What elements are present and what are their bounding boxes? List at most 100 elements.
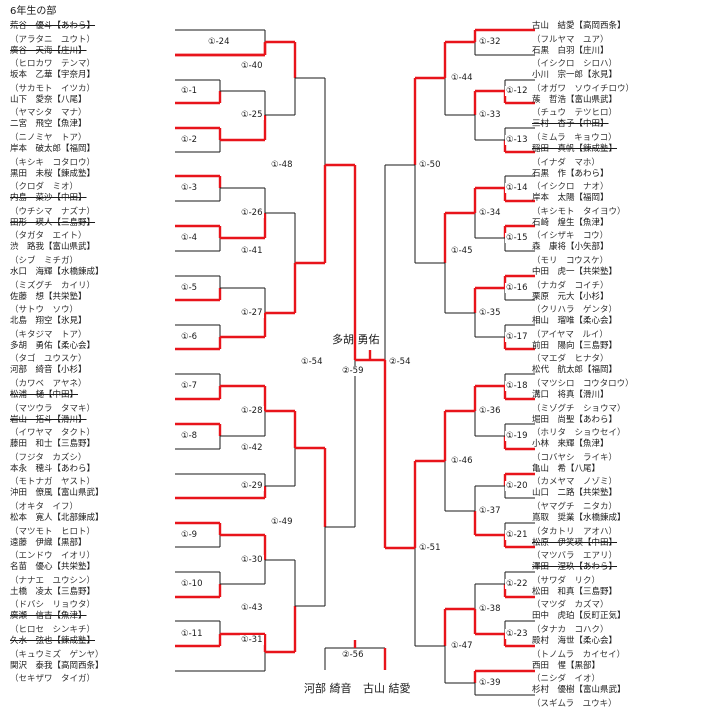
player-name: 藤田 和士【三島野】 <box>10 439 96 450</box>
left-player-entry: （ナナエ ユウシン）土橋 凌太【三島野】 <box>10 576 95 598</box>
player-kana: （ウチシマ ナズナ） <box>10 206 96 217</box>
player-name: 坂本 乙華【宇奈月】 <box>10 70 96 81</box>
player-kana: （クリハラ ゲンタ） <box>532 305 618 316</box>
player-name: 久水 弦也【錬成塾】 <box>10 636 96 646</box>
player-kana: （ミゾグチ ショウマ） <box>532 403 626 414</box>
match-label-m45: ①-45 <box>450 246 474 256</box>
player-name: 佐藤 想【共栄塾】 <box>10 291 87 302</box>
player-kana: （ニシダ イオ） <box>532 674 601 685</box>
right-player-entry: （マツバラ エアリ）澤田 涅玖【あわら】 <box>532 551 617 573</box>
player-name: 岩山 拓斗【滑川】 <box>10 414 87 425</box>
match-label-m38: ①-38 <box>478 604 502 614</box>
player-kana: （マツシロ コウタロウ） <box>532 379 634 389</box>
right-player-entry: 古山 結愛【高岡西条】 <box>532 10 626 32</box>
right-player-entry: （イシザキ コウ）森 康将【小矢部】 <box>532 231 609 253</box>
player-name: 小林 来輝【魚津】 <box>532 439 609 450</box>
right-player-entry: （ミムラ キョウコ）稲田 真帆【錬成塾】 <box>532 133 617 155</box>
player-kana: （モリ コウスケ） <box>532 256 609 266</box>
match-label-m51: ①-51 <box>418 543 442 553</box>
match-label-m11: ①-11 <box>180 629 204 639</box>
match-label-m54: ①-54 <box>300 357 324 367</box>
player-kana: （ミムラ キョウコ） <box>532 133 617 143</box>
left-player-entry: （クロダ ミオ）内島 菜沙【中田】 <box>10 182 87 204</box>
match-label-m36: ①-36 <box>478 406 502 416</box>
match-label-m33: ①-33 <box>478 110 502 120</box>
match-label-m22: ①-22 <box>505 579 529 589</box>
player-name: 本永 穂斗【あわら】 <box>10 463 96 474</box>
match-label-m15: ①-15 <box>505 233 529 243</box>
player-kana-empty <box>10 10 95 21</box>
match-label-m16: ①-16 <box>505 283 529 293</box>
left-player-entry: （キタジマ トア）多胡 勇佑【柔心会】 <box>10 330 95 352</box>
match-label-m39: ①-39 <box>478 678 502 688</box>
right-player-entry: （チュウ テツヒロ）三村 杏子【中田】 <box>532 108 617 130</box>
left-player-entry: （ドバシ リョウタ）廣瀬 信吉【魚津】 <box>10 600 95 622</box>
player-name: 岸本 太陽【福岡】 <box>532 193 609 204</box>
match-label-m42: ①-42 <box>240 443 264 453</box>
player-kana: （マエダ ヒナタ） <box>532 354 609 365</box>
player-name: 古山 結愛【高岡西条】 <box>532 21 626 31</box>
right-player-entry: （タナカ コハク）殿村 海世【柔心会】 <box>532 625 617 647</box>
player-name: 関沢 泰我【高岡西条】 <box>10 660 104 671</box>
player-name: 岸本 破太郎【福岡】 <box>10 144 96 154</box>
player-kana: （ドバシ リョウタ） <box>10 600 96 611</box>
player-kana: （ホリタ ショウセイ） <box>532 428 626 439</box>
right-player-entry: （モリ コウスケ）中田 虎一【共栄塾】 <box>532 256 617 278</box>
player-name: 相山 瑠唯【柔心会】 <box>532 316 618 327</box>
left-player-entry: （サカモト イツカ）山下 愛奈【八尾】 <box>10 84 95 106</box>
third-place-right-name: 古山 結愛 <box>363 682 411 695</box>
match-label-m17: ①-17 <box>505 332 529 342</box>
player-name: 三村 杏子【中田】 <box>532 119 609 130</box>
left-player-entry: （ニノミヤ トア）岸本 破太郎【福岡】 <box>10 133 95 155</box>
player-name: 杉村 優樹【富山県武】 <box>532 685 626 696</box>
match-label-m2_54: ②-54 <box>388 357 412 367</box>
match-label-m7: ①-7 <box>180 381 199 391</box>
left-player-entry: （ヒロカワ テンマ）坂本 乙華【宇奈月】 <box>10 59 95 81</box>
match-label-m32: ①-32 <box>478 37 502 47</box>
match-label-m31: ①-31 <box>240 635 264 645</box>
player-kana: （イワヤマ タクト） <box>10 428 96 439</box>
match-label-m23: ①-23 <box>505 629 529 639</box>
left-player-entry: （ヤマシタ マナ）二宮 飛空【魚津】 <box>10 108 87 130</box>
player-name: 松代 航太郎【福岡】 <box>532 365 618 376</box>
left-player-entry: （エンドウ イオリ）名苗 優心【共栄塾】 <box>10 551 95 573</box>
player-name: 殿村 海世【柔心会】 <box>532 636 618 646</box>
player-name: 溝口 将真【滑川】 <box>532 390 609 400</box>
match-label-m37: ①-37 <box>478 506 502 516</box>
right-player-entry: （カメヤマ ノゾミ）山口 二路【共栄塾】 <box>532 477 617 499</box>
player-name: 多胡 勇佑【柔心会】 <box>10 340 96 351</box>
match-label-m43: ①-43 <box>240 603 264 613</box>
player-kana: （チュウ テツヒロ） <box>532 108 618 119</box>
player-kana: （イシクロ シロハ） <box>532 59 618 70</box>
right-player-entry: （マエダ ヒナタ）松代 航太郎【福岡】 <box>532 354 617 376</box>
player-name: 荒谷 優斗【あわら】 <box>10 21 96 31</box>
match-label-m4: ①-4 <box>180 233 199 243</box>
right-player-entry: （マツダ カズマ）田中 虎珀【反町正気】 <box>532 600 626 622</box>
player-name: 水口 海輝【水橋錬成】 <box>10 267 104 277</box>
player-kana: （タナカ コハク） <box>532 625 609 635</box>
player-name: 松田 和真【三島野】 <box>532 586 618 597</box>
player-kana: （ヤマグチ ニタカ） <box>532 502 618 512</box>
player-name: 石黒 白羽【庄川】 <box>532 45 609 56</box>
match-label-m21: ①-21 <box>505 530 529 540</box>
match-label-m14: ①-14 <box>505 183 529 193</box>
player-kana: （サトウ ソウ） <box>10 305 79 316</box>
player-kana: （クロダ ミオ） <box>10 182 79 193</box>
match-label-m1: ①-1 <box>180 86 199 96</box>
match-label-m49: ①-49 <box>270 517 294 527</box>
player-kana: （マツウラ タマキ） <box>10 403 96 414</box>
player-kana: （マツモト ヒロト） <box>10 526 96 537</box>
player-kana: （ナナエ ユウシン） <box>10 575 96 586</box>
right-player-entry: （イシクロ シロハ）小川 宗一郎【氷見】 <box>532 59 617 81</box>
player-kana: （フルヤマ ユア） <box>532 34 609 45</box>
left-player-entry: （ミズグチ カイリ）佐藤 想【共栄塾】 <box>10 281 95 303</box>
third-place-left-name: 河部 綺音 <box>304 682 352 695</box>
player-kana-empty <box>532 10 626 21</box>
right-player-entry: （コバヤシ ライキ）亀山 希【八尾】 <box>532 453 617 475</box>
player-kana: （ニノミヤ トア） <box>10 133 87 143</box>
player-name: 遠藤 伊織【黒部】 <box>10 537 87 548</box>
match-label-m2: ①-2 <box>180 135 199 145</box>
left-player-entry: （タゴ ユウスケ）河部 綺音【小杉】 <box>10 354 87 376</box>
match-label-m12: ①-12 <box>505 86 529 96</box>
player-kana: （アラタニ ユウト） <box>10 34 96 45</box>
